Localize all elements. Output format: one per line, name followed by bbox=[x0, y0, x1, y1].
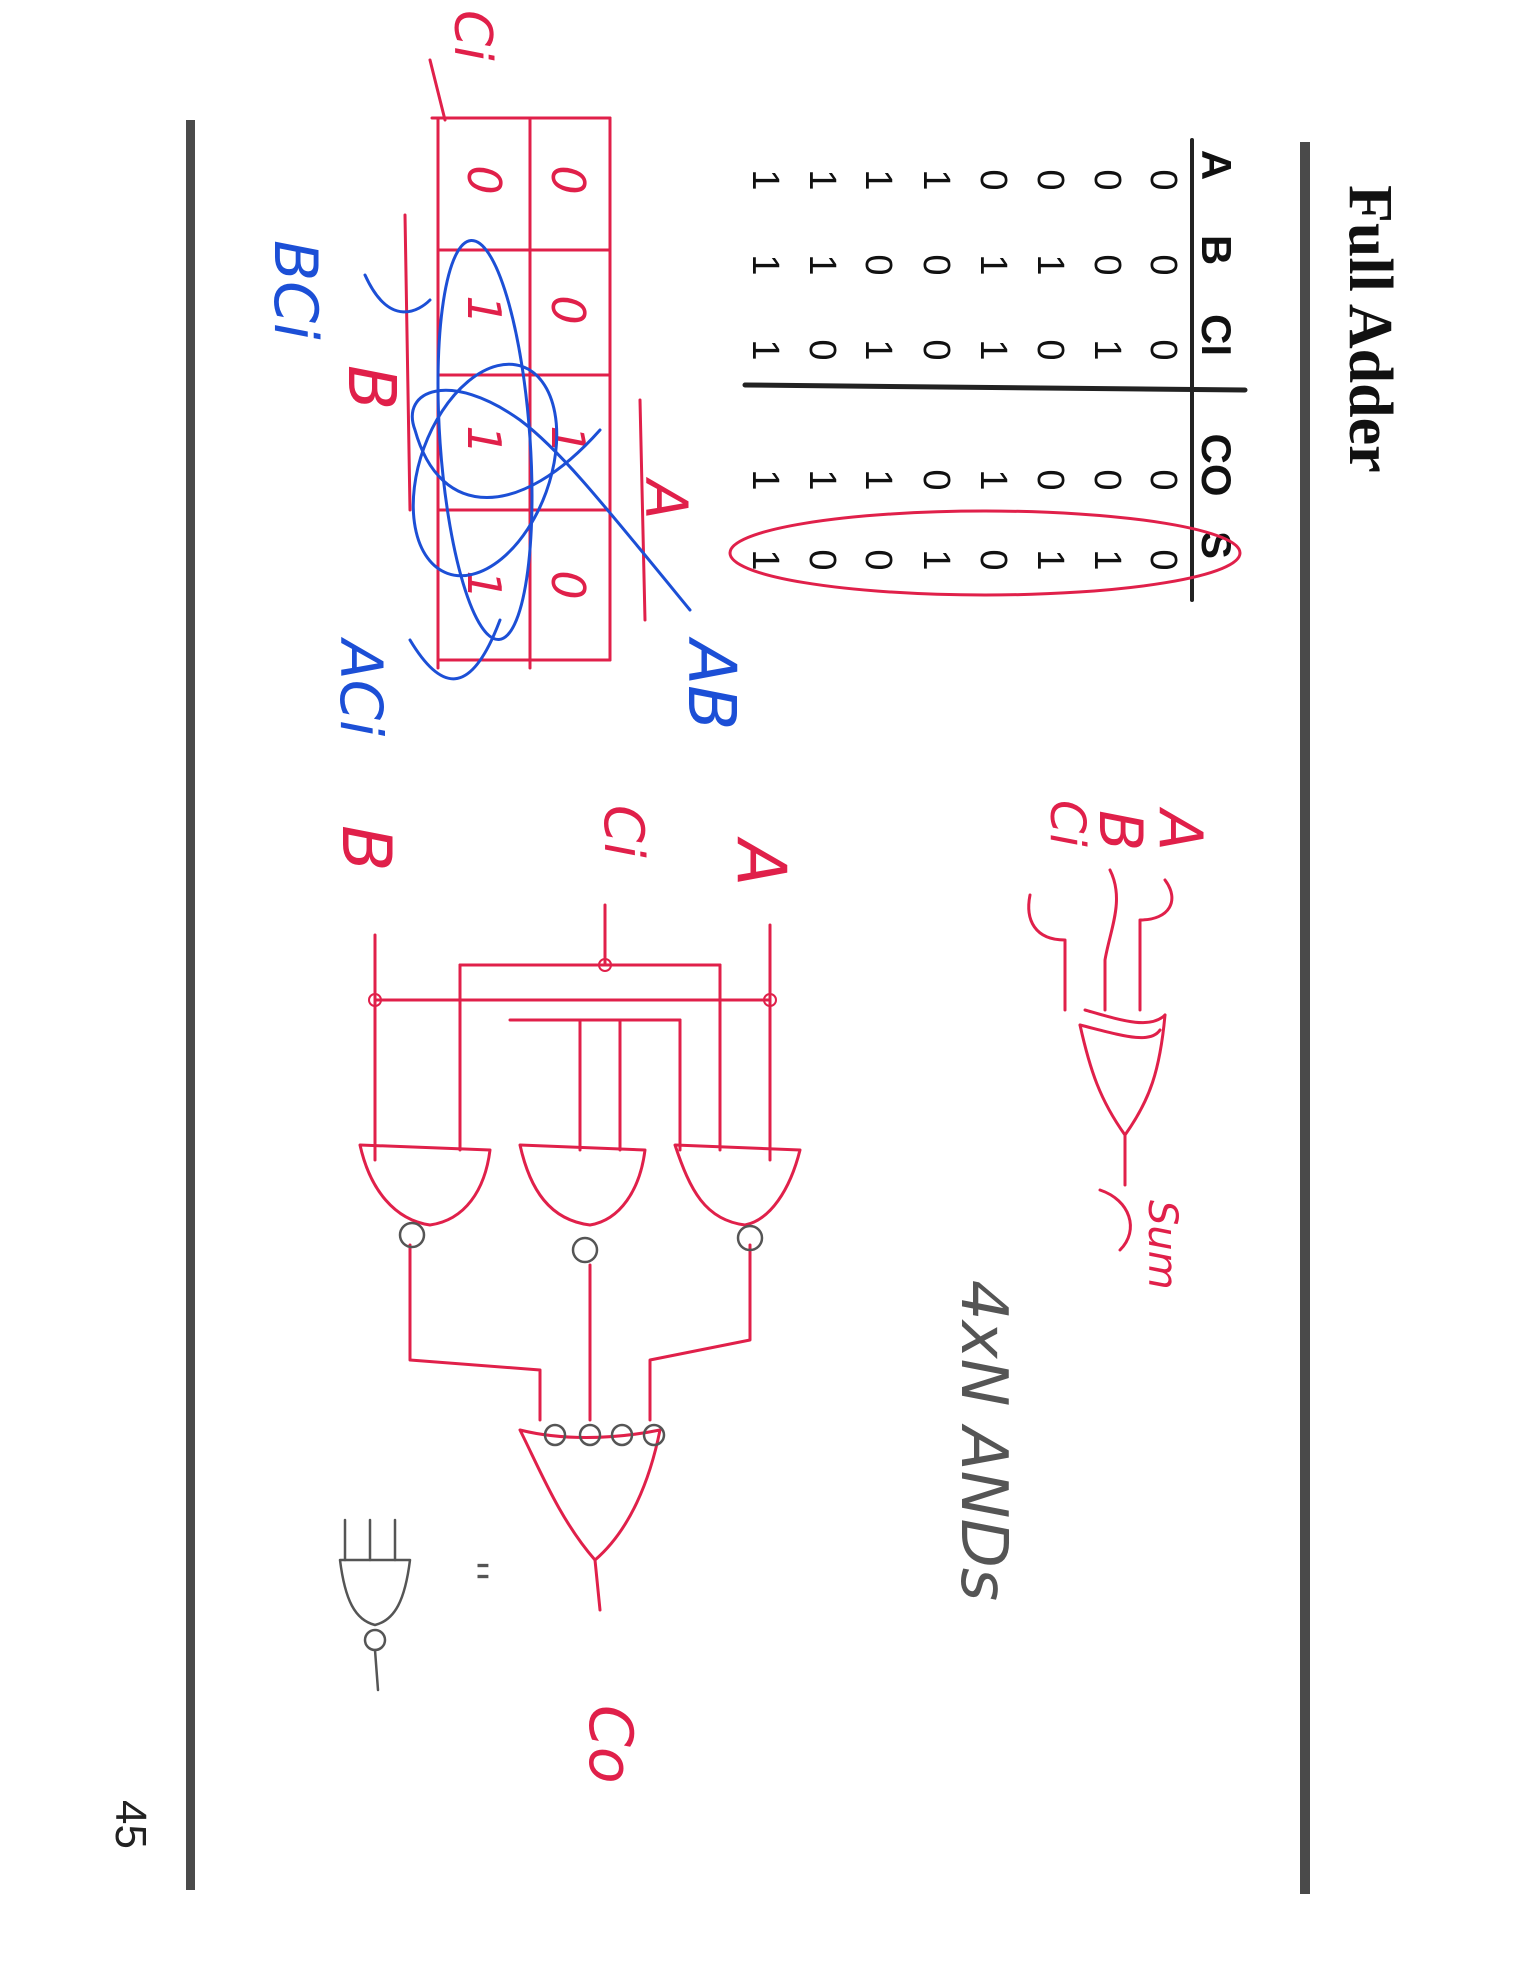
bottom-rule bbox=[186, 120, 195, 1890]
top-rule bbox=[1300, 142, 1310, 1894]
kmap-grid bbox=[403, 58, 647, 670]
nand-gate-symbol bbox=[338, 1518, 412, 1692]
sum-column-circle bbox=[728, 509, 1242, 597]
wire-junctions bbox=[368, 958, 777, 1007]
kmap-groups bbox=[363, 238, 692, 681]
nand-circuit bbox=[358, 903, 802, 1612]
xor-gate bbox=[1027, 868, 1174, 1252]
inversion-bubbles bbox=[398, 1221, 764, 1447]
table-divider-rule bbox=[742, 382, 1248, 393]
